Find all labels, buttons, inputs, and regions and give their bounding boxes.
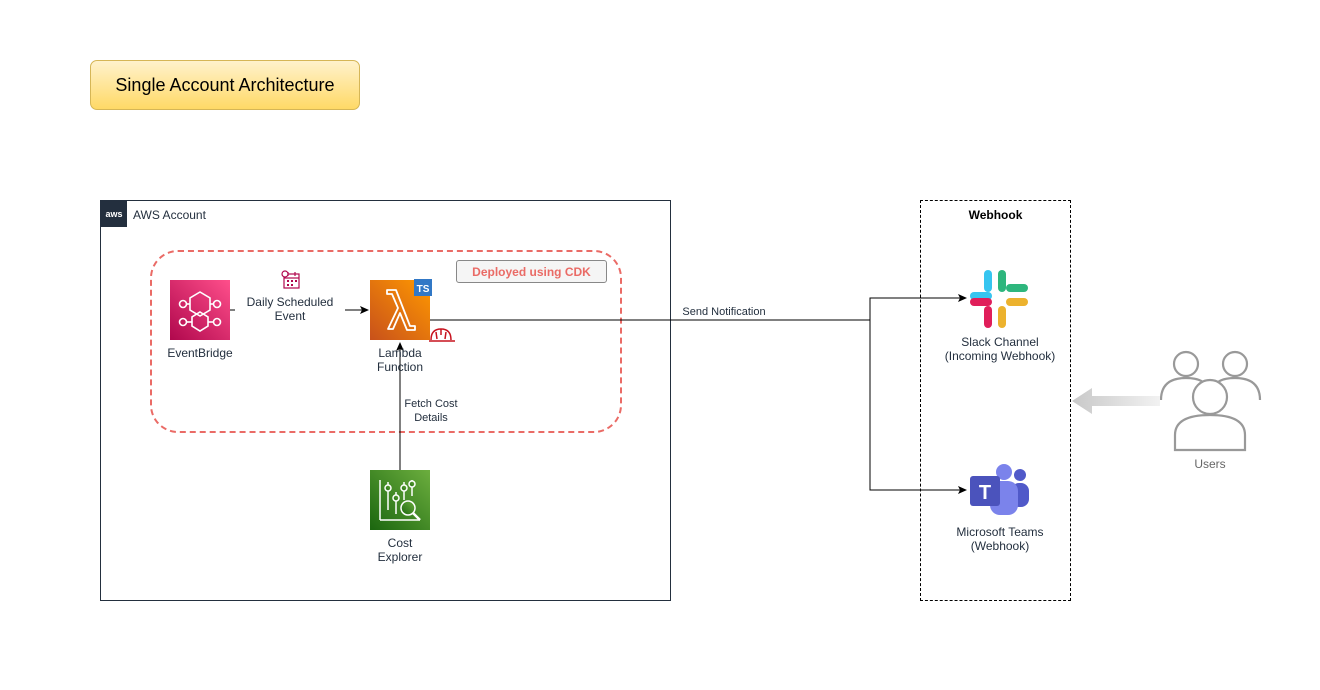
slack-label: Slack Channel (Incoming Webhook) bbox=[944, 335, 1056, 363]
webhook-group bbox=[920, 200, 1071, 601]
lambda-label: Lambda Function bbox=[376, 346, 424, 374]
users-icon bbox=[1159, 350, 1262, 452]
cdk-group-label: Deployed using CDK bbox=[456, 260, 607, 283]
users-label: Users bbox=[1194, 457, 1226, 471]
aws-logo-icon: aws bbox=[101, 201, 127, 227]
notify-edge-slack bbox=[869, 294, 967, 320]
diagram-title: Single Account Architecture bbox=[90, 60, 360, 110]
schedule-edge-label: Daily Scheduled Event bbox=[235, 295, 345, 323]
eventbridge-label: EventBridge bbox=[167, 346, 233, 360]
calendar-icon bbox=[281, 270, 300, 289]
slack-icon bbox=[970, 270, 1028, 328]
notify-edge-label: Send Notification bbox=[682, 306, 766, 318]
fetch-edge-label: Fetch Cost Details bbox=[404, 398, 458, 424]
cost-explorer-icon bbox=[370, 470, 430, 530]
svg-text:T: T bbox=[979, 482, 991, 504]
webhook-group-label: Webhook bbox=[968, 208, 1023, 222]
cdk-deployment-group bbox=[150, 250, 622, 433]
eventbridge-icon bbox=[170, 280, 230, 340]
teams-label: Microsoft Teams (Webhook) bbox=[956, 525, 1044, 553]
users-arrow bbox=[1072, 388, 1160, 414]
hard-hat-icon bbox=[429, 328, 455, 342]
cost-explorer-label: Cost Explorer bbox=[377, 536, 423, 564]
typescript-badge-icon: TS bbox=[414, 279, 432, 296]
svg-text:TS: TS bbox=[417, 284, 430, 295]
aws-account-label: AWS Account bbox=[133, 208, 206, 222]
teams-icon: T bbox=[970, 464, 1029, 515]
notify-edge-teams bbox=[869, 320, 967, 494]
aws-account-group: aws AWS Account bbox=[100, 200, 671, 601]
